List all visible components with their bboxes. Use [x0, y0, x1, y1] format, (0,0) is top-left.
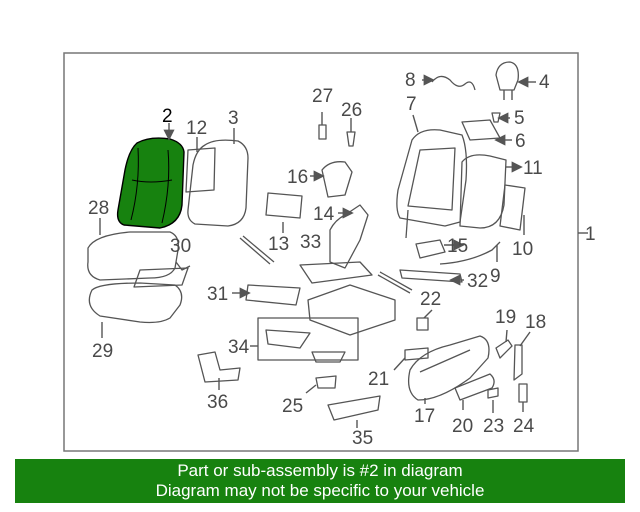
callout-2: 2 [162, 106, 173, 127]
callout-20: 20 [452, 416, 473, 437]
callout-19: 19 [495, 307, 516, 328]
callout-35: 35 [352, 428, 373, 449]
callout-3: 3 [228, 108, 239, 129]
callout-25: 25 [282, 396, 303, 417]
callout-5: 5 [514, 108, 525, 129]
diagram-note-banner: Part or sub-assembly is #2 in diagram Di… [15, 459, 625, 503]
callout-30: 30 [170, 236, 191, 257]
callout-17: 17 [414, 406, 435, 427]
callout-7: 7 [406, 94, 417, 115]
callout-32: 32 [467, 271, 488, 292]
callout-29: 29 [92, 341, 113, 362]
callout-23: 23 [483, 416, 504, 437]
callout-27: 27 [312, 86, 333, 107]
callout-labels: 1 2 3 4 5 6 7 8 9 10 11 12 13 14 15 16 1… [88, 70, 596, 449]
callout-36: 36 [207, 392, 228, 413]
callout-1: 1 [585, 224, 596, 245]
parts-diagram: 1 2 3 4 5 6 7 8 9 10 11 12 13 14 15 16 1… [63, 52, 596, 452]
callout-6: 6 [515, 131, 526, 152]
callout-10: 10 [512, 239, 533, 260]
part-note: Part or sub-assembly is #2 in diagram [177, 461, 463, 480]
callout-15: 15 [447, 236, 468, 257]
callout-21: 21 [368, 369, 389, 390]
diagram-frame [63, 52, 579, 452]
callout-13: 13 [268, 234, 289, 255]
callout-8: 8 [405, 70, 416, 91]
callout-16: 16 [287, 167, 308, 188]
callout-34: 34 [228, 337, 250, 358]
diagram-disclaimer: Diagram may not be specific to your vehi… [155, 481, 485, 500]
callout-31: 31 [207, 284, 228, 305]
callout-9: 9 [490, 266, 501, 287]
callout-18: 18 [525, 312, 546, 333]
seat-back-pad-part [185, 128, 249, 227]
callout-22: 22 [420, 289, 441, 310]
seat-frame-parts [197, 112, 413, 428]
callout-33: 33 [300, 232, 321, 253]
callout-4: 4 [539, 72, 550, 93]
seat-back-cover-part[interactable] [116, 137, 185, 229]
callout-12: 12 [186, 118, 207, 139]
callout-11: 11 [523, 158, 543, 179]
seat-cushion-parts [87, 218, 191, 338]
callout-28: 28 [88, 198, 109, 219]
callout-14: 14 [313, 204, 335, 225]
callout-26: 26 [341, 100, 362, 121]
seat-back-frame-parts [393, 61, 536, 413]
callout-24: 24 [513, 416, 535, 437]
